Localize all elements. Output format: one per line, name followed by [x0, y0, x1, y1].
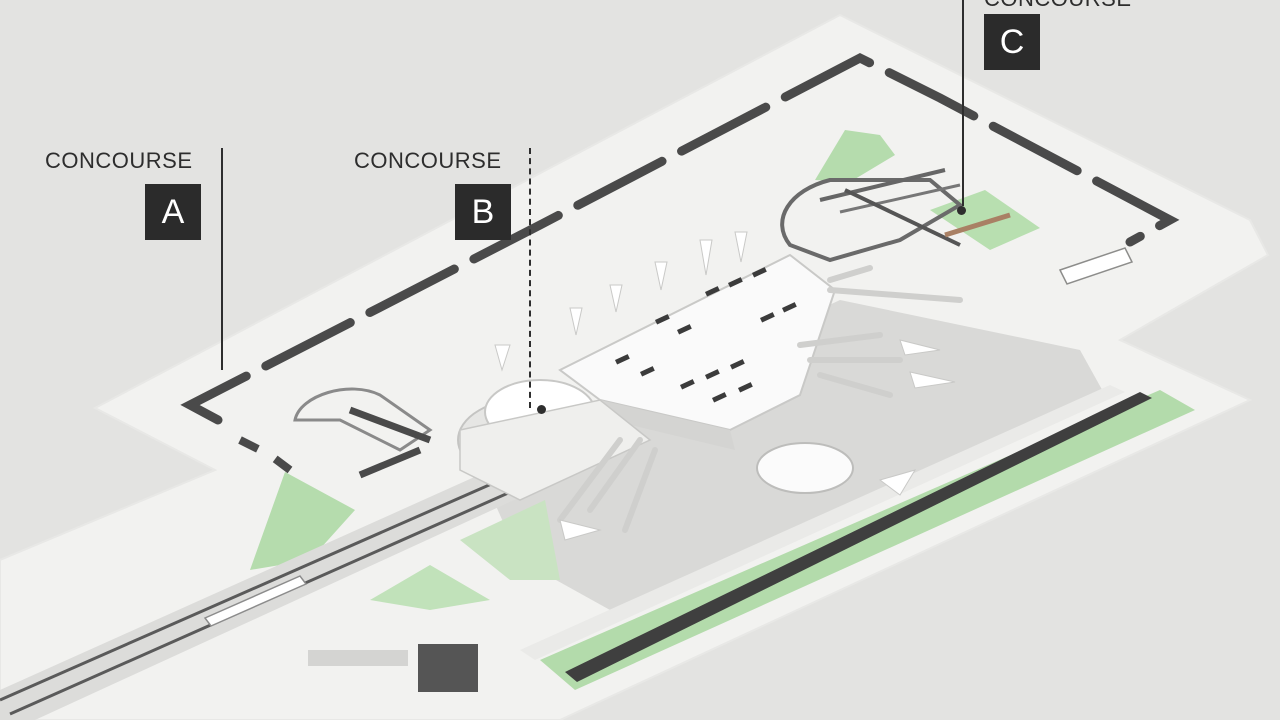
landside-road-1	[348, 406, 432, 444]
concourse-a-title: CONCOURSE	[45, 148, 193, 173]
green-area-west	[250, 472, 355, 570]
concourse-b-badge[interactable]: B	[455, 184, 511, 240]
parking-road-1	[819, 168, 946, 202]
terminal-roof-shadow	[600, 400, 735, 450]
hangar-structure	[418, 644, 478, 692]
runway-shoulder	[520, 385, 1125, 660]
landside-road-2	[358, 446, 422, 479]
perimeter-road	[180, 52, 1180, 425]
rail-track-1	[0, 476, 506, 702]
concourse-b-connector	[459, 399, 652, 501]
concourse-c-leader-line	[962, 0, 964, 206]
train	[203, 575, 308, 627]
satellite-oval-building	[756, 442, 854, 494]
concourse-c-badge[interactable]: C	[984, 14, 1040, 70]
parking-road-2	[839, 183, 961, 214]
concourse-b-leader-line	[529, 148, 531, 408]
bus-terminal	[1058, 247, 1134, 285]
green-area-north	[815, 130, 895, 182]
parking-road-4	[944, 212, 1011, 238]
west-service-road	[238, 436, 293, 474]
landside-road-loop	[293, 387, 433, 452]
hangar-structure-light	[308, 650, 408, 666]
concourse-c-title: CONCOURSE	[984, 0, 1132, 12]
aircraft-at-gates	[494, 231, 956, 541]
green-area-apron	[460, 500, 560, 580]
concourse-c-location-dot	[957, 206, 966, 215]
concourse-a-badge[interactable]: A	[145, 184, 201, 240]
concourse-a-leader-line	[221, 148, 223, 370]
parking-loop-road	[780, 178, 964, 263]
parking-road-3	[844, 188, 961, 247]
jet-bridges	[557, 265, 963, 533]
green-area-south	[370, 565, 490, 610]
concourse-b-title: CONCOURSE	[354, 148, 502, 173]
concourse-b-location-dot	[537, 405, 546, 414]
runway	[565, 392, 1152, 682]
terminal-roof-windows	[615, 267, 797, 403]
